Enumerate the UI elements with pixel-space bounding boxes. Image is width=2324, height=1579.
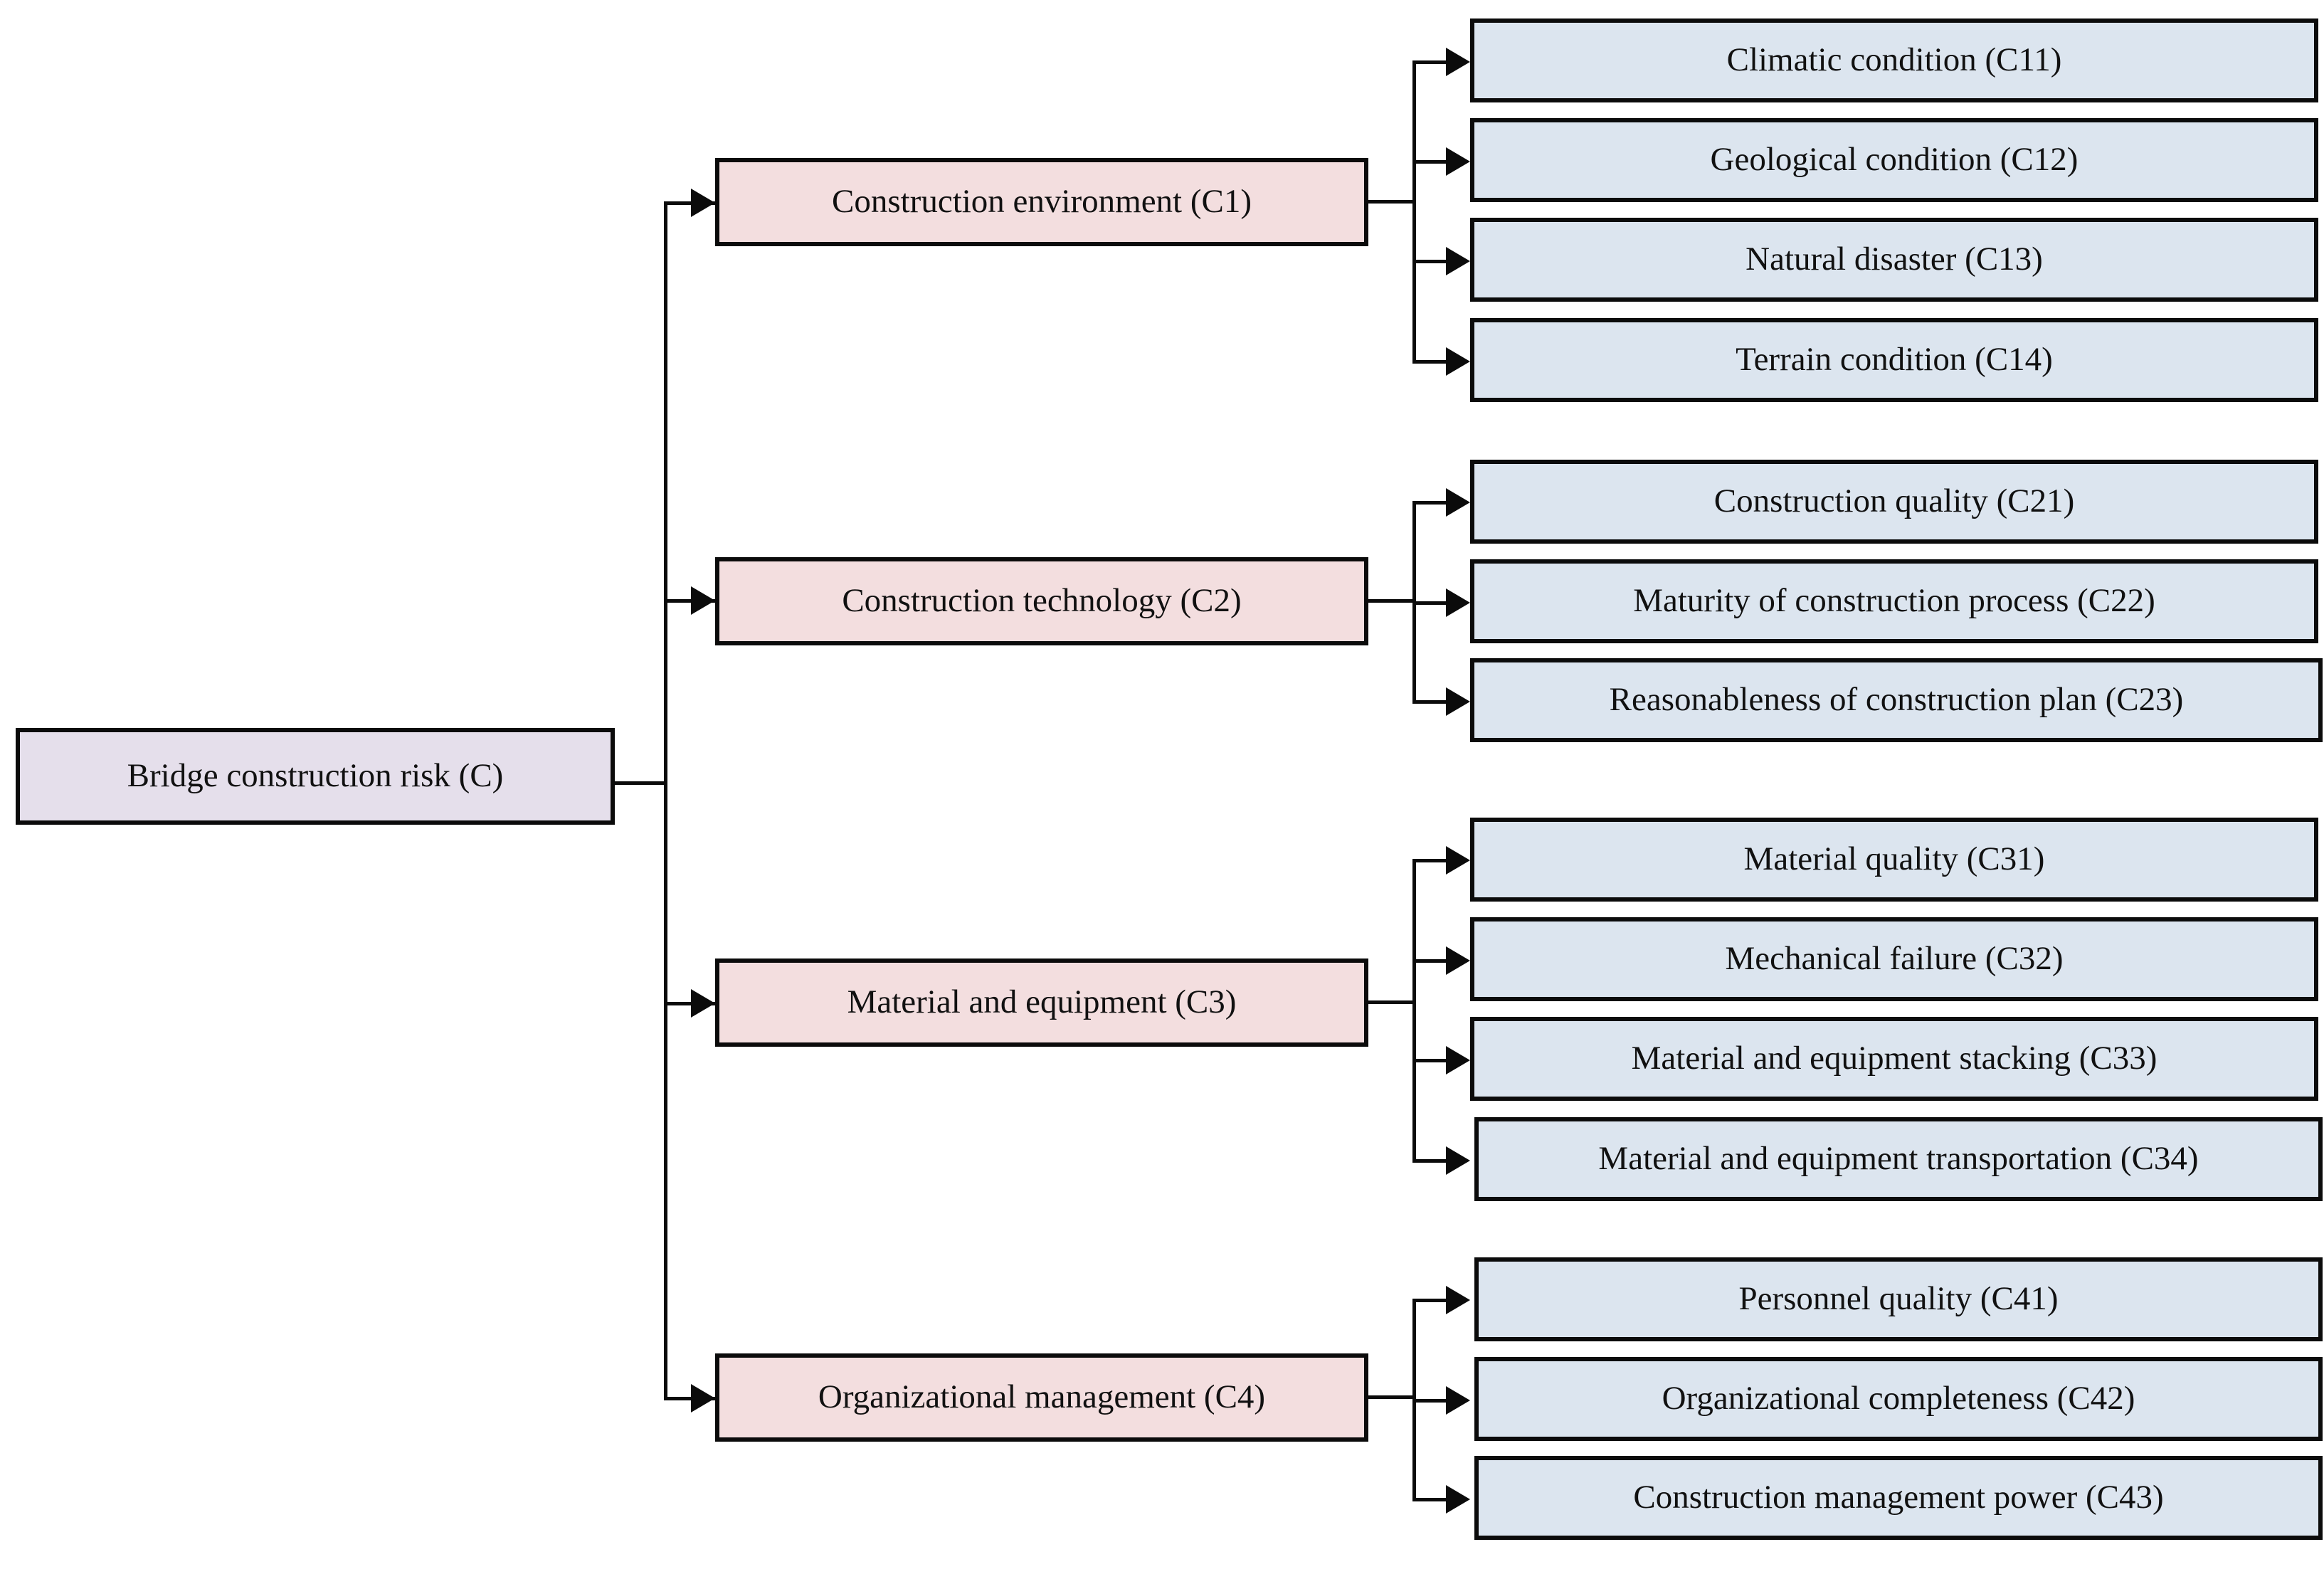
arrowhead-c23 <box>1446 687 1470 716</box>
arrowhead-c11 <box>1446 48 1470 76</box>
arrowhead-c4 <box>691 1384 715 1412</box>
node-c34-material-and-equipment-transportation[interactable]: Material and equipment transportation (C… <box>1474 1117 2323 1201</box>
node-c33-material-and-equipment-stacking[interactable]: Material and equipment stacking (C33) <box>1470 1017 2318 1101</box>
node-c32-label: Mechanical failure (C32) <box>1725 940 2064 978</box>
edge-trunk-to-c3 <box>664 1002 715 1005</box>
node-c31-material-quality[interactable]: Material quality (C31) <box>1470 818 2318 902</box>
node-c4-organizational-management[interactable]: Organizational management (C4) <box>715 1353 1368 1442</box>
node-root-label: Bridge construction risk (C) <box>127 757 504 795</box>
node-c34-label: Material and equipment transportation (C… <box>1598 1140 2199 1178</box>
edge-c3-to-c31 <box>1412 859 1464 862</box>
edge-c4-to-c43 <box>1412 1498 1464 1501</box>
node-c42-label: Organizational completeness (C42) <box>1662 1380 2135 1417</box>
edge-c1-to-c14 <box>1412 360 1464 364</box>
edge-c1-to-c12 <box>1412 160 1464 164</box>
node-c33-label: Material and equipment stacking (C33) <box>1631 1040 2157 1077</box>
edge-c1-to-subtrunk <box>1368 200 1416 204</box>
node-c11-climatic-condition[interactable]: Climatic condition (C11) <box>1470 19 2318 102</box>
arrowhead-c12 <box>1446 147 1470 176</box>
edge-c2-to-c21 <box>1412 501 1464 505</box>
arrowhead-c33 <box>1446 1046 1470 1074</box>
node-c14-label: Terrain condition (C14) <box>1736 341 2053 379</box>
node-c43-construction-management-power[interactable]: Construction management power (C43) <box>1474 1456 2323 1540</box>
edge-c3-to-subtrunk <box>1368 1000 1416 1004</box>
arrowhead-c43 <box>1446 1485 1470 1514</box>
node-c12-geological-condition[interactable]: Geological condition (C12) <box>1470 118 2318 202</box>
arrowhead-c22 <box>1446 588 1470 617</box>
arrowhead-c21 <box>1446 488 1470 517</box>
arrowhead-c34 <box>1446 1146 1470 1175</box>
edge-c3-to-c34 <box>1412 1159 1464 1163</box>
edge-c2-to-c23 <box>1412 700 1464 704</box>
node-c12-label: Geological condition (C12) <box>1710 141 2079 179</box>
edge-c1-to-c11 <box>1412 60 1464 64</box>
arrowhead-c31 <box>1446 846 1470 875</box>
node-c21-label: Construction quality (C21) <box>1713 482 2075 520</box>
edge-c4-subtrunk <box>1412 1299 1416 1499</box>
node-c42-organizational-completeness[interactable]: Organizational completeness (C42) <box>1474 1357 2323 1441</box>
edge-trunk-to-c1 <box>664 201 715 205</box>
node-c1-label: Construction environment (C1) <box>831 183 1252 221</box>
edge-c1-subtrunk <box>1412 60 1416 364</box>
edge-main-trunk <box>664 201 667 1400</box>
edge-c2-to-c22 <box>1412 601 1464 605</box>
arrowhead-c13 <box>1446 247 1470 275</box>
node-c22-label: Maturity of construction process (C22) <box>1633 582 2155 620</box>
edge-c1-to-c13 <box>1412 260 1464 263</box>
arrowhead-c1 <box>691 189 715 217</box>
node-c13-label: Natural disaster (C13) <box>1745 241 2043 278</box>
edge-c4-to-subtrunk <box>1368 1395 1416 1399</box>
node-c1-construction-environment[interactable]: Construction environment (C1) <box>715 158 1368 246</box>
node-c2-construction-technology[interactable]: Construction technology (C2) <box>715 557 1368 645</box>
node-c23-reasonableness-of-construction-plan[interactable]: Reasonableness of construction plan (C23… <box>1470 658 2323 742</box>
node-c43-label: Construction management power (C43) <box>1633 1479 2164 1516</box>
edge-trunk-to-c4 <box>664 1397 715 1400</box>
arrowhead-c32 <box>1446 946 1470 975</box>
node-c14-terrain-condition[interactable]: Terrain condition (C14) <box>1470 318 2318 402</box>
arrowhead-c2 <box>691 586 715 615</box>
node-c22-maturity-of-construction-process[interactable]: Maturity of construction process (C22) <box>1470 559 2318 643</box>
edge-c3-subtrunk <box>1412 859 1416 1163</box>
node-c32-mechanical-failure[interactable]: Mechanical failure (C32) <box>1470 917 2318 1001</box>
node-c11-label: Climatic condition (C11) <box>1726 41 2062 79</box>
node-c41-label: Personnel quality (C41) <box>1738 1280 2059 1318</box>
node-c41-personnel-quality[interactable]: Personnel quality (C41) <box>1474 1257 2323 1341</box>
node-c4-label: Organizational management (C4) <box>818 1378 1266 1416</box>
edge-c4-to-c42 <box>1412 1399 1464 1403</box>
arrowhead-c14 <box>1446 347 1470 376</box>
edge-root-to-trunk <box>615 781 667 785</box>
node-c2-label: Construction technology (C2) <box>842 582 1242 620</box>
node-c3-label: Material and equipment (C3) <box>847 983 1237 1021</box>
arrowhead-c41 <box>1446 1286 1470 1314</box>
node-c23-label: Reasonableness of construction plan (C23… <box>1609 681 2184 719</box>
node-c13-natural-disaster[interactable]: Natural disaster (C13) <box>1470 218 2318 302</box>
edge-c3-to-c32 <box>1412 959 1464 963</box>
arrowhead-c3 <box>691 989 715 1018</box>
node-root-bridge-construction-risk[interactable]: Bridge construction risk (C) <box>16 728 615 825</box>
edge-c4-to-c41 <box>1412 1299 1464 1302</box>
node-c3-material-and-equipment[interactable]: Material and equipment (C3) <box>715 959 1368 1047</box>
edge-c2-to-subtrunk <box>1368 599 1416 603</box>
node-c21-construction-quality[interactable]: Construction quality (C21) <box>1470 460 2318 544</box>
edge-c3-to-c33 <box>1412 1059 1464 1062</box>
arrowhead-c42 <box>1446 1386 1470 1415</box>
edge-trunk-to-c2 <box>664 599 715 603</box>
node-c31-label: Material quality (C31) <box>1743 840 2045 878</box>
